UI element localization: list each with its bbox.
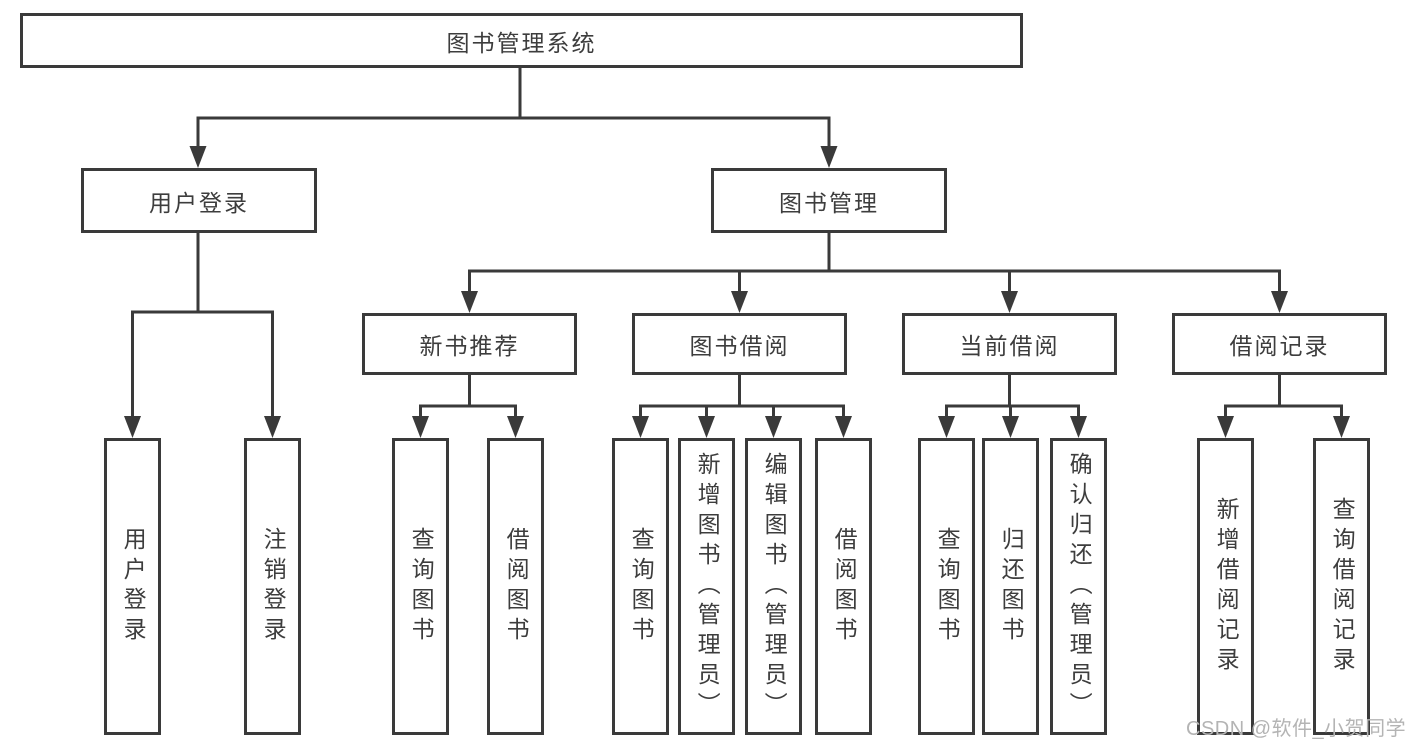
leaf-label: 新增借阅记录	[1213, 496, 1240, 677]
leaf-label: 编辑图书（管理员）	[761, 451, 788, 722]
arrowhead	[1217, 416, 1234, 438]
leaf-query-borrow-record: 查询借阅记录	[1313, 438, 1370, 735]
arrowhead	[698, 416, 715, 438]
arrowhead	[264, 416, 281, 438]
node-book-borrow: 图书借阅	[632, 313, 847, 375]
leaf-label: 查询图书	[934, 526, 961, 647]
leaf-borrow-book: 借阅图书	[815, 438, 872, 735]
arrowhead	[461, 291, 478, 313]
node-borrow-records: 借阅记录	[1172, 313, 1387, 375]
node-root-library-system: 图书管理系统	[20, 13, 1023, 68]
leaf-confirm-return-admin: 确认归还（管理员）	[1050, 438, 1107, 735]
arrowhead	[1070, 416, 1087, 438]
leaf-label: 确认归还（管理员）	[1066, 451, 1093, 722]
arrowhead	[632, 416, 649, 438]
node-label: 借阅记录	[1229, 333, 1330, 359]
node-user-login: 用户登录	[81, 168, 317, 233]
node-label: 图书借阅	[689, 333, 790, 359]
node-new-book-recommend: 新书推荐	[362, 313, 577, 375]
arrowhead	[820, 146, 838, 168]
arrowhead	[1333, 416, 1350, 438]
arrowhead	[731, 291, 748, 313]
arrowhead	[412, 416, 429, 438]
arrowhead	[765, 416, 782, 438]
leaf-label: 借阅图书	[503, 526, 530, 647]
arrowhead	[124, 416, 141, 438]
leaf-edit-book-admin: 编辑图书（管理员）	[745, 438, 802, 735]
leaf-label: 用户登录	[120, 526, 147, 647]
leaf-label: 查询借阅记录	[1329, 496, 1356, 677]
arrowhead	[938, 416, 955, 438]
leaf-label: 注销登录	[260, 526, 287, 647]
arrowhead	[835, 416, 852, 438]
node-label: 图书管理	[779, 189, 879, 216]
arrowhead	[1001, 291, 1018, 313]
leaf-query-book: 查询图书	[612, 438, 669, 735]
arrowheads	[124, 146, 1350, 438]
leaf-add-borrow-record: 新增借阅记录	[1197, 438, 1254, 735]
arrowhead	[507, 416, 524, 438]
node-label: 用户登录	[149, 189, 249, 216]
leaf-logout: 注销登录	[244, 438, 301, 735]
arrowhead	[189, 146, 207, 168]
leaf-user-login: 用户登录	[104, 438, 161, 735]
arrowhead	[1271, 291, 1288, 313]
node-label: 图书管理系统	[446, 29, 597, 56]
leaf-add-book-admin: 新增图书（管理员）	[678, 438, 735, 735]
leaf-label: 借阅图书	[831, 526, 858, 647]
leaf-query-book: 查询图书	[918, 438, 975, 735]
node-label: 当前借阅	[959, 333, 1060, 359]
leaf-borrow-book: 借阅图书	[487, 438, 544, 735]
leaf-label: 归还图书	[998, 526, 1025, 647]
leaf-return-book: 归还图书	[982, 438, 1039, 735]
leaf-label: 新增图书（管理员）	[694, 451, 721, 722]
leaf-query-book: 查询图书	[392, 438, 449, 735]
node-label: 新书推荐	[419, 333, 520, 359]
leaf-label: 查询图书	[628, 526, 655, 647]
connector-lines	[131, 66, 1343, 422]
csdn-watermark: CSDN @软件_小贺同学	[1186, 718, 1405, 740]
node-book-management: 图书管理	[711, 168, 947, 233]
arrowhead	[1002, 416, 1019, 438]
leaf-label: 查询图书	[408, 526, 435, 647]
node-current-borrow: 当前借阅	[902, 313, 1117, 375]
